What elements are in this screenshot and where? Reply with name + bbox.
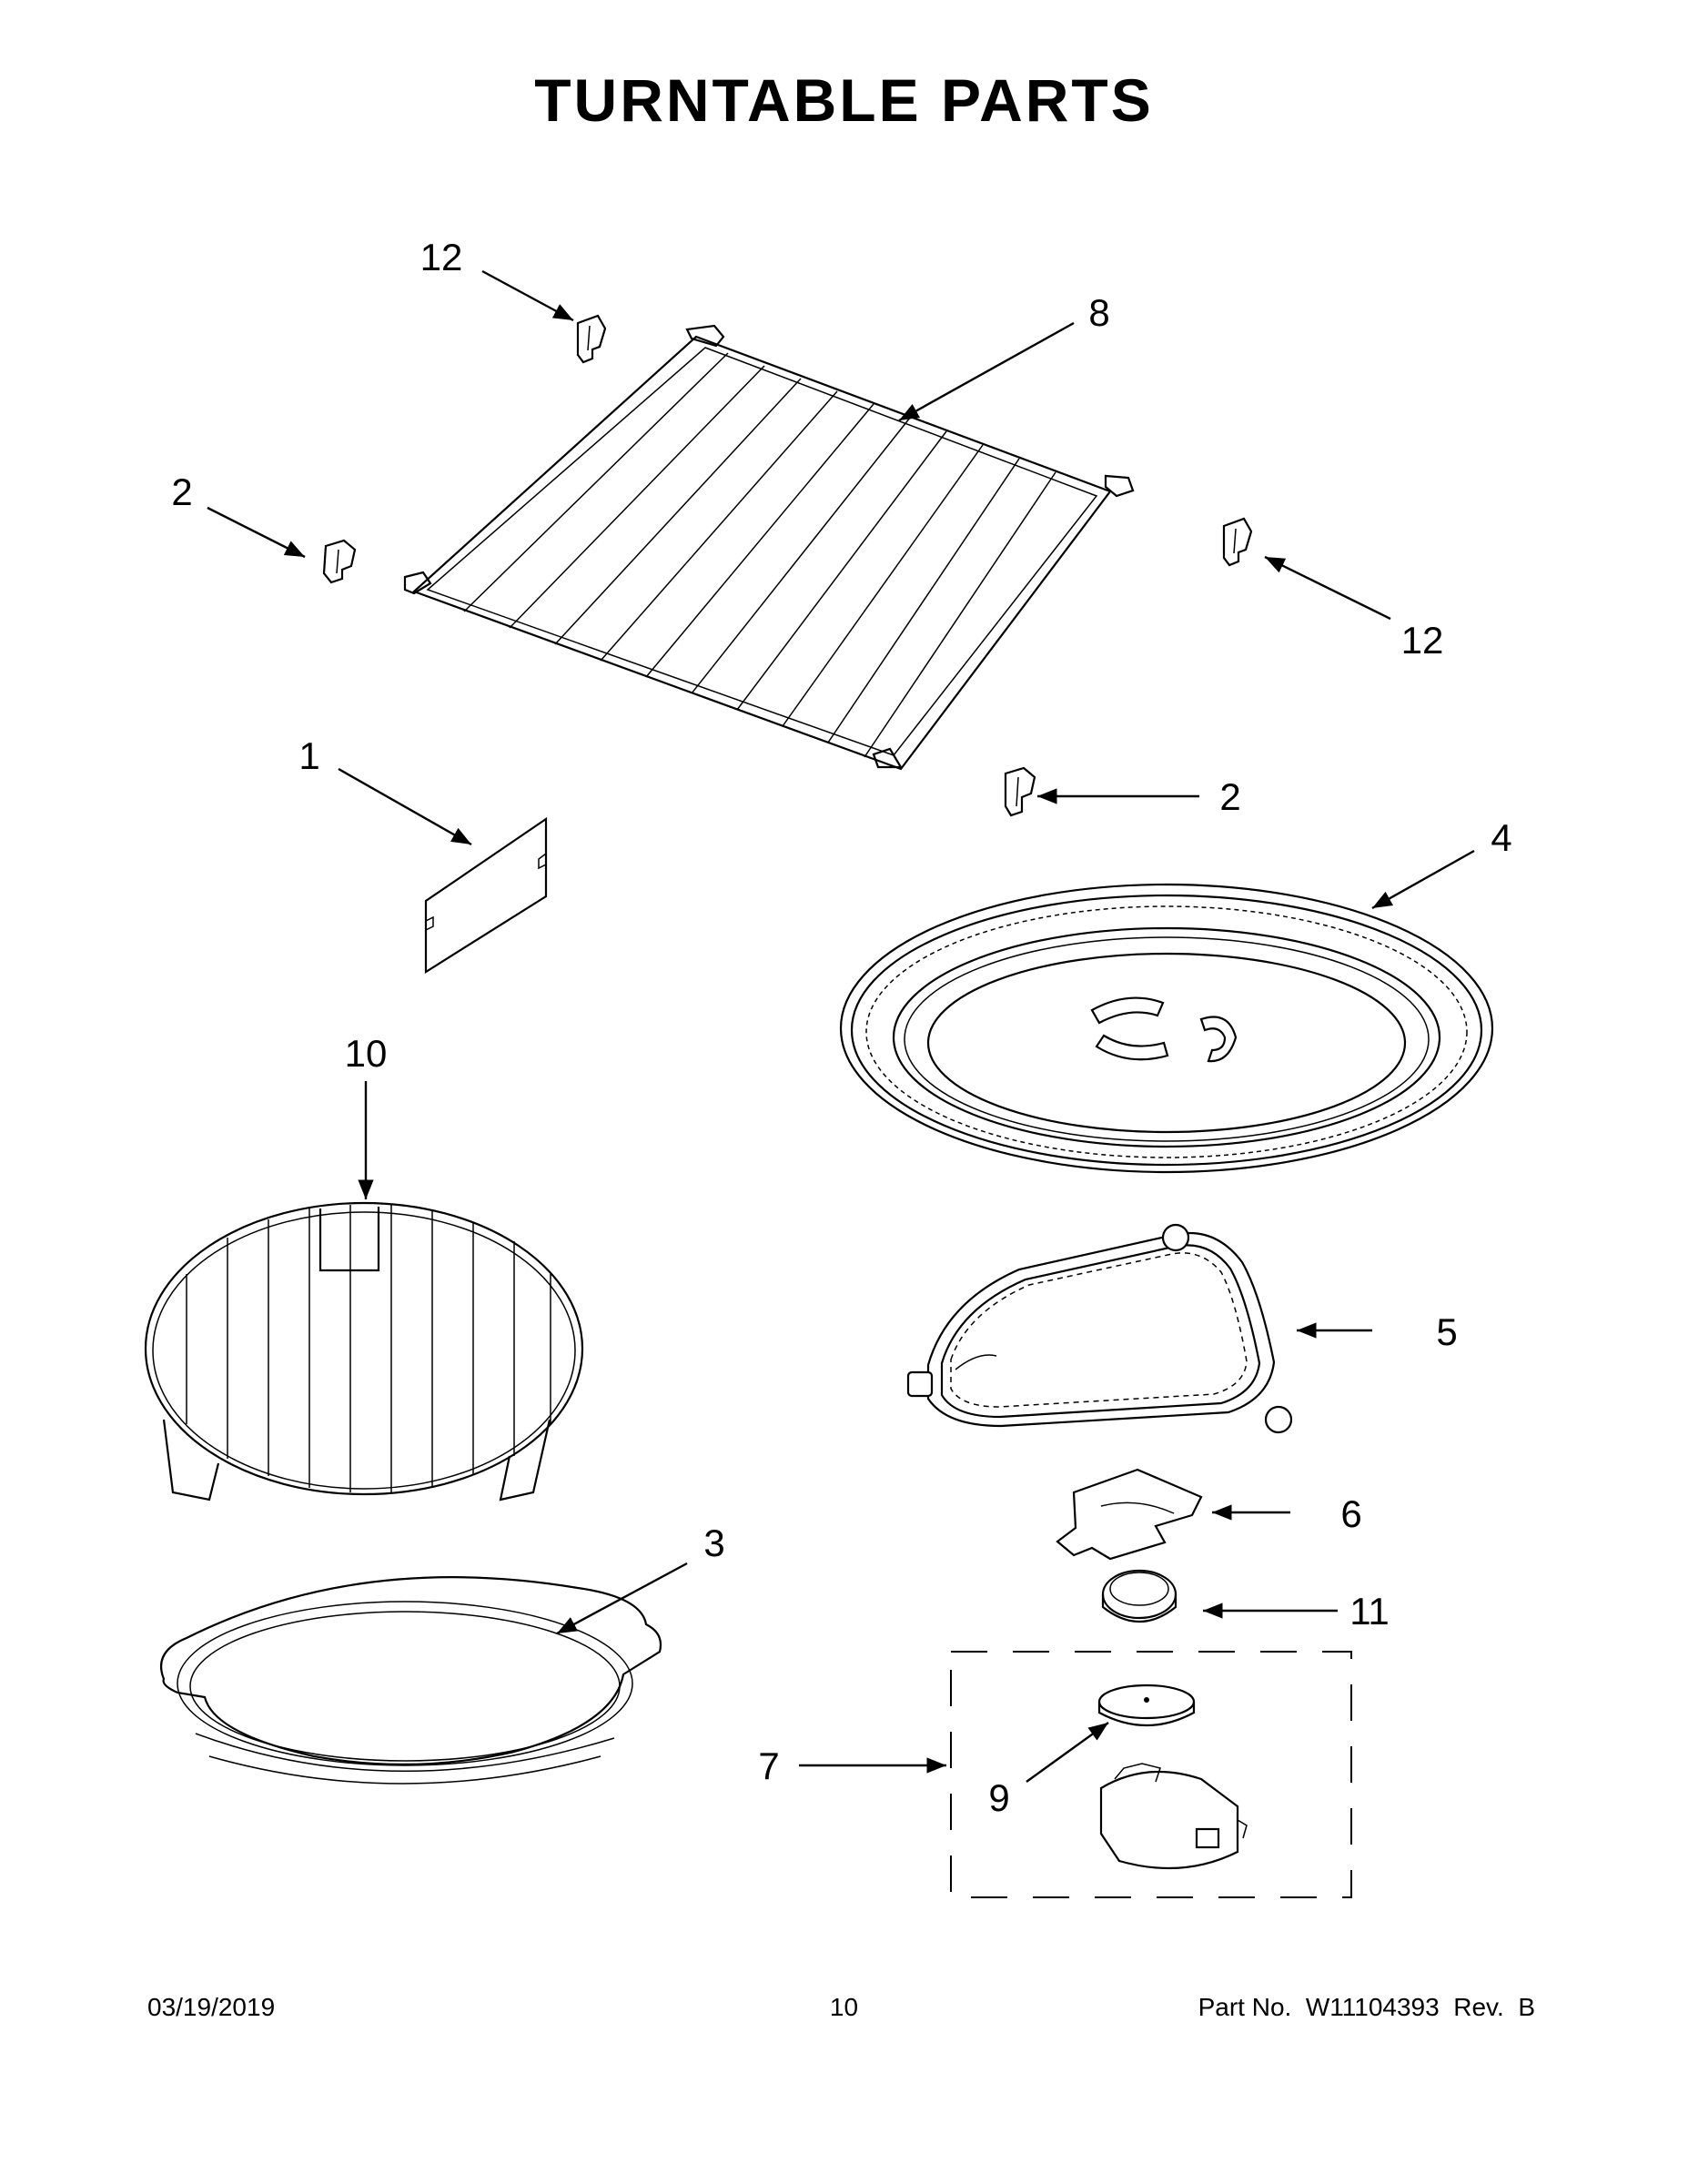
callout-4: 4: [1491, 816, 1511, 859]
callout-7: 7: [758, 1744, 779, 1787]
plate-part-1: [424, 816, 548, 974]
coupler-ring-part-11: [1101, 1569, 1178, 1623]
callout-12-top: 12: [420, 236, 463, 278]
callout-5: 5: [1436, 1310, 1457, 1353]
footer-page-number: 10: [829, 1993, 859, 2021]
callout-8: 8: [1088, 291, 1109, 334]
callout-labels: 12 8 2 12 1 2 4 10 5 6 3 11 7 9: [171, 236, 1511, 1819]
callout-2-left: 2: [171, 470, 192, 513]
callout-arrows: [207, 269, 1475, 1783]
motor-assembly-part-7: [950, 1651, 1352, 1898]
callout-11: 11: [1349, 1590, 1390, 1633]
callout-9: 9: [988, 1776, 1009, 1819]
coupler-part-6: [1056, 1468, 1203, 1561]
callout-6: 6: [1340, 1492, 1361, 1535]
clip-part-2-left: [322, 539, 357, 584]
callout-10: 10: [345, 1032, 388, 1075]
page-title: TURNTABLE PARTS: [534, 66, 1154, 134]
footer-part-number: Part No. W11104393 Rev. B: [1198, 1993, 1535, 2021]
clip-part-2-right: [1004, 766, 1036, 817]
callout-2-right: 2: [1219, 775, 1240, 818]
callout-1: 1: [298, 734, 319, 777]
round-rack-part-10: [144, 1201, 584, 1502]
footer-date: 03/19/2019: [147, 1993, 276, 2021]
callout-12-right: 12: [1401, 619, 1444, 662]
turntable-tray-part-4: [839, 883, 1494, 1174]
callout-3: 3: [703, 1522, 724, 1564]
wire-rack-part-8: [403, 324, 1135, 771]
dish-part-3: [159, 1576, 662, 1785]
clip-part-12-right: [1222, 517, 1253, 567]
roller-ring-part-5: [906, 1223, 1293, 1434]
clip-part-12-top: [576, 314, 607, 364]
